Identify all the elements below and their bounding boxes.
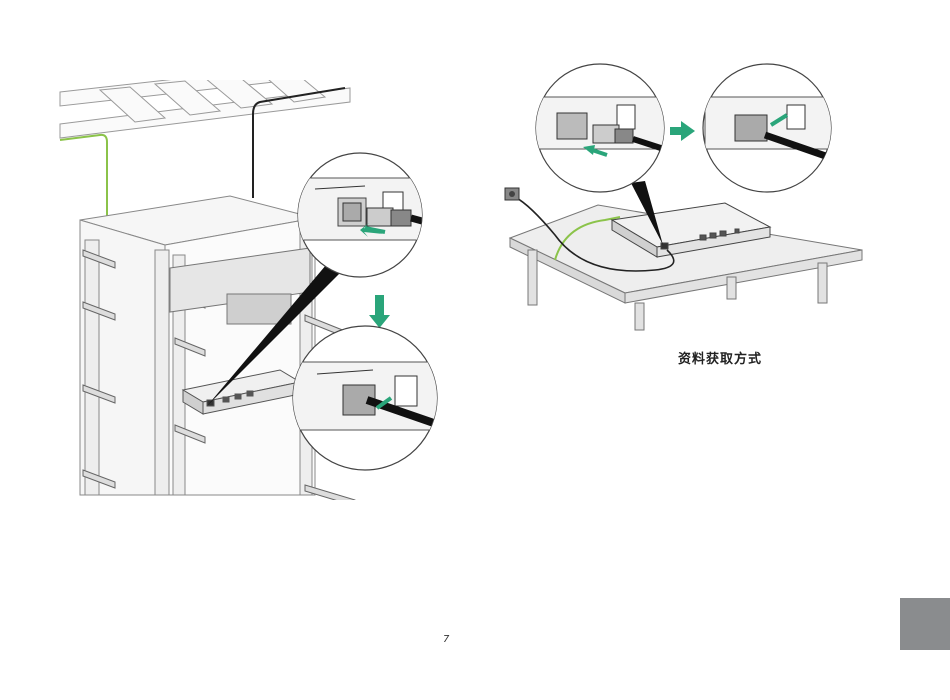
zoom-before-circle — [295, 153, 455, 277]
desk-installation-figure — [495, 55, 870, 340]
rack-cabinet — [80, 196, 315, 495]
section-thumb-tab — [900, 598, 950, 650]
zoom-after-circle — [703, 64, 845, 192]
power-plug — [505, 188, 519, 200]
zoom-before-circle — [535, 64, 675, 192]
cable-tray — [60, 80, 350, 138]
caption-text: 资料获取方式 — [678, 348, 762, 367]
right-arrow — [670, 121, 695, 141]
down-arrow — [369, 295, 390, 328]
zoom-after-circle — [292, 326, 462, 470]
page-number: 7 — [443, 634, 449, 645]
rack-installation-figure — [55, 80, 465, 500]
